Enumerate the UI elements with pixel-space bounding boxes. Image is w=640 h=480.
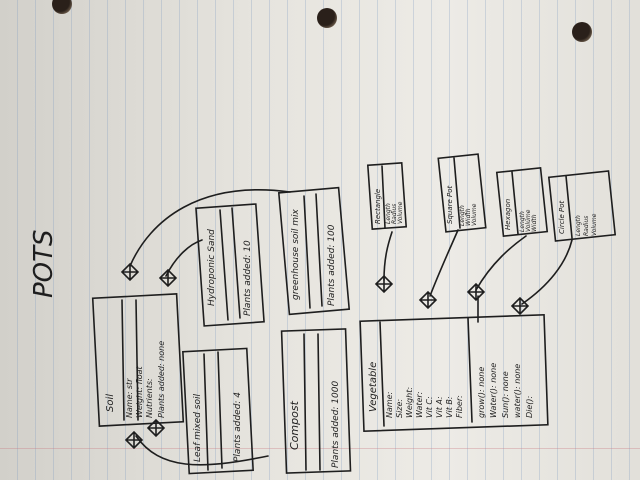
diamond-icon <box>510 296 530 316</box>
planter-class-4: Circle Pot Length Radius Volume <box>547 170 617 242</box>
punch-hole-2 <box>317 8 337 28</box>
planter-3-field-2: Volume <box>525 209 532 232</box>
vegetable-field-6: Vit A: <box>435 396 444 418</box>
vegetable-method-1: grow(): none <box>477 367 486 418</box>
planter-class-2: Square Pot Length Width Volume <box>437 153 487 233</box>
vegetable-class: Vegetable Name: Size: Weight: Water: Vit… <box>359 313 549 433</box>
vegetable-field-4: Water: <box>415 391 424 418</box>
planter-class-1: Rectangle Length Radius Volume <box>366 162 408 230</box>
compost-field-1: Plants added: 1000 <box>331 381 341 468</box>
soil-field-3: Nutrients: <box>145 378 154 418</box>
hydroponics-class: Hydroponic Sand Plants added: 10 <box>195 203 265 327</box>
vegetable-method-3: Sun(): none <box>501 371 510 418</box>
vegetable-class-name: Vegetable <box>368 362 379 412</box>
greenhouse-field-1: Plants added: 100 <box>327 224 337 306</box>
diamond-icon <box>146 418 166 438</box>
vegetable-method-4: water(): none <box>513 364 522 418</box>
connector-planter-4 <box>521 239 573 305</box>
connector-planter-3 <box>475 235 527 291</box>
planter-class-3: Hexagon Length Volume Width <box>495 166 549 238</box>
planter-1-field-3: Volume <box>397 201 404 224</box>
vegetable-field-3: Weight: <box>405 387 414 418</box>
planter-3-field-1: Length <box>519 211 526 232</box>
other-soil-class-name: Leaf mixed soil <box>193 394 203 462</box>
diagram-title: POTS <box>29 229 59 298</box>
vegetable-method-5: Die(): <box>525 395 534 418</box>
diamond-icon <box>120 262 140 282</box>
compost-class-name: Compost <box>288 400 301 450</box>
connector-soil-hydroponics <box>165 239 203 277</box>
planter-1-name: Rectangle <box>374 189 382 224</box>
greenhouse-class-name: greenhouse soil mix <box>291 208 301 300</box>
soil-class-name: Soil <box>105 394 116 412</box>
other-soil-class: Leaf mixed soil Plants added: 4 <box>182 347 254 475</box>
vegetable-method-2: Water(): none <box>489 363 498 418</box>
soil-class: Soil Name: str Weight: float Nutrients: … <box>91 293 185 427</box>
vegetable-field-8: Fiber: <box>455 395 464 418</box>
planter-1-field-1: Length <box>385 203 392 224</box>
compost-class: Compost Plants added: 1000 <box>280 328 352 474</box>
punch-hole-3 <box>572 22 592 42</box>
connector-planter-1 <box>383 231 393 281</box>
planter-4-field-1: Length <box>575 215 582 236</box>
connector-planter-2 <box>429 229 459 297</box>
connector-soil-compost <box>135 435 269 466</box>
diamond-markers <box>120 262 530 450</box>
vegetable-field-7: Vit B: <box>445 396 454 418</box>
hydroponics-class-name: Hydroponic Sand <box>207 229 217 306</box>
soil-field-4: Plants added: none <box>157 341 166 418</box>
vegetable-field-2: Size: <box>395 399 404 418</box>
diamond-icon <box>124 430 144 450</box>
planter-3-name: Hexagon <box>504 199 512 230</box>
soil-field-2: Weight: float <box>135 365 144 418</box>
planter-4-field-3: Volume <box>591 213 598 236</box>
planter-2-name: Square Pot <box>446 185 454 224</box>
diamond-icon <box>418 290 438 310</box>
planter-2-field-3: Volume <box>471 203 478 226</box>
planter-4-name: Circle Pot <box>558 200 566 234</box>
punch-hole-1 <box>52 0 72 14</box>
vegetable-field-5: Vit C: <box>425 396 434 418</box>
planter-1-field-2: Radius <box>391 204 398 224</box>
planter-2-field-1: Length <box>459 205 466 226</box>
diamond-icon <box>374 274 394 294</box>
soil-field-1: Name: str <box>125 378 134 418</box>
vegetable-field-1: Name: <box>385 391 394 418</box>
diamond-icon <box>158 268 178 288</box>
diamond-icon <box>466 282 486 302</box>
other-soil-field-1: Plants added: 4 <box>233 392 243 462</box>
planter-2-field-2: Width <box>465 208 472 226</box>
planter-4-field-2: Radius <box>583 216 590 236</box>
connector-soil-greenhouse <box>129 189 291 267</box>
greenhouse-class: greenhouse soil mix Plants added: 100 <box>277 186 351 316</box>
planter-3-field-3: Width <box>531 214 538 232</box>
hydroponics-field-1: Plants added: 10 <box>243 240 253 316</box>
